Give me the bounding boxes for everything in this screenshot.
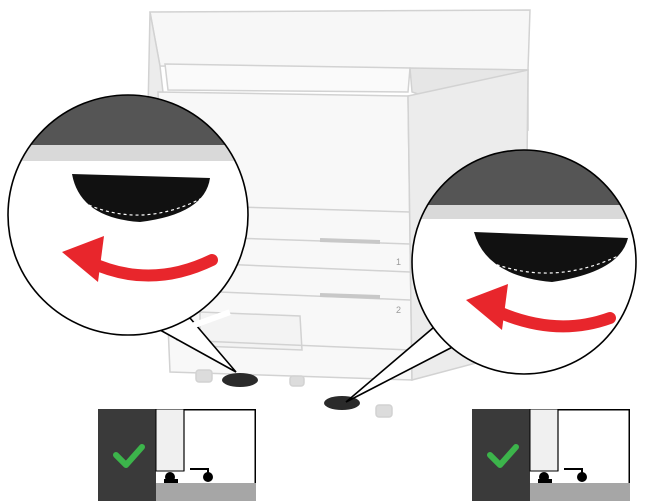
right-result-panel: [472, 409, 630, 501]
left-result-panel: [98, 409, 256, 501]
left-leveling-foot-base: [222, 373, 258, 387]
tray-2-label: 2: [396, 305, 401, 315]
tray-1-label: 1: [396, 257, 401, 267]
